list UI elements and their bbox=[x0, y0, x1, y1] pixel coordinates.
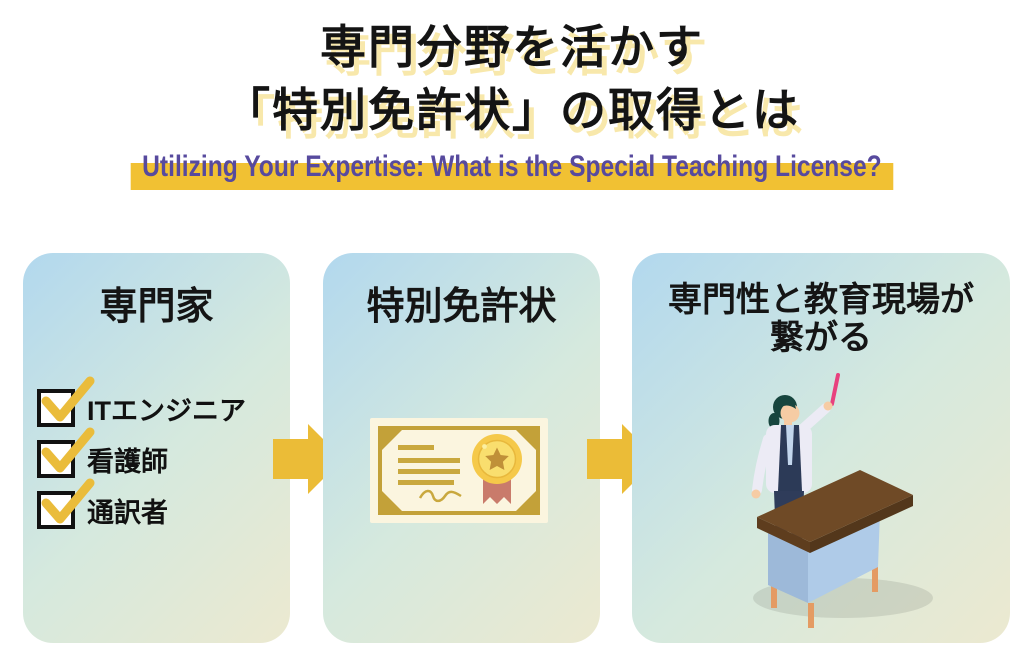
checkbox-checked-icon bbox=[37, 376, 95, 427]
checkmark-icon bbox=[41, 478, 95, 524]
card-outcome-heading-line-2: 繋がる bbox=[770, 319, 872, 357]
checkbox-checked-icon bbox=[37, 478, 95, 529]
checkmark-icon bbox=[41, 376, 95, 422]
card-license-heading: 特別免許状 bbox=[366, 286, 557, 328]
checklist-item-label: ITエンジニア bbox=[87, 395, 246, 426]
subtitle: Utilizing Your Expertise: What is the Sp… bbox=[130, 149, 894, 190]
card-outcome-heading-line-1: 専門性と教育現場が bbox=[668, 281, 974, 319]
card-license: 特別免許状 bbox=[323, 253, 600, 643]
card-experts-heading: 専門家 bbox=[99, 286, 214, 328]
teacher-illustration bbox=[751, 373, 933, 628]
checkmark-icon bbox=[41, 427, 95, 473]
checklist-item-label: 通訳者 bbox=[87, 497, 168, 528]
subtitle-text: Utilizing Your Expertise: What is the Sp… bbox=[142, 149, 882, 183]
checklist-item: 看護師 bbox=[37, 427, 290, 478]
checklist-item: 通訳者 bbox=[37, 478, 290, 529]
subtitle-inner: Utilizing Your Expertise: What is the Sp… bbox=[130, 149, 894, 190]
checklist-item-label: 看護師 bbox=[87, 446, 168, 477]
expert-checklist: ITエンジニア 看護師 通訳者 bbox=[37, 376, 290, 529]
checkbox-checked-icon bbox=[37, 427, 95, 478]
subtitle-highlight-bar bbox=[130, 162, 894, 190]
page-title: 専門分野を活かす 「特別免許状」の取得とは bbox=[0, 16, 1024, 143]
card-outcome-heading: 専門性と教育現場が 繋がる bbox=[632, 281, 1010, 357]
card-outcome: 専門性と教育現場が 繋がる bbox=[632, 253, 1010, 643]
checklist-item: ITエンジニア bbox=[37, 376, 290, 427]
header: 専門分野を活かす 「特別免許状」の取得とは Utilizing Your Exp… bbox=[0, 0, 1024, 190]
title-line-2: 「特別免許状」の取得とは bbox=[224, 84, 800, 137]
card-experts: 専門家 ITエンジニア 看護師 通訳者 bbox=[23, 253, 290, 643]
certificate-illustration bbox=[370, 418, 548, 523]
title-line-1: 専門分野を活かす bbox=[320, 21, 704, 73]
